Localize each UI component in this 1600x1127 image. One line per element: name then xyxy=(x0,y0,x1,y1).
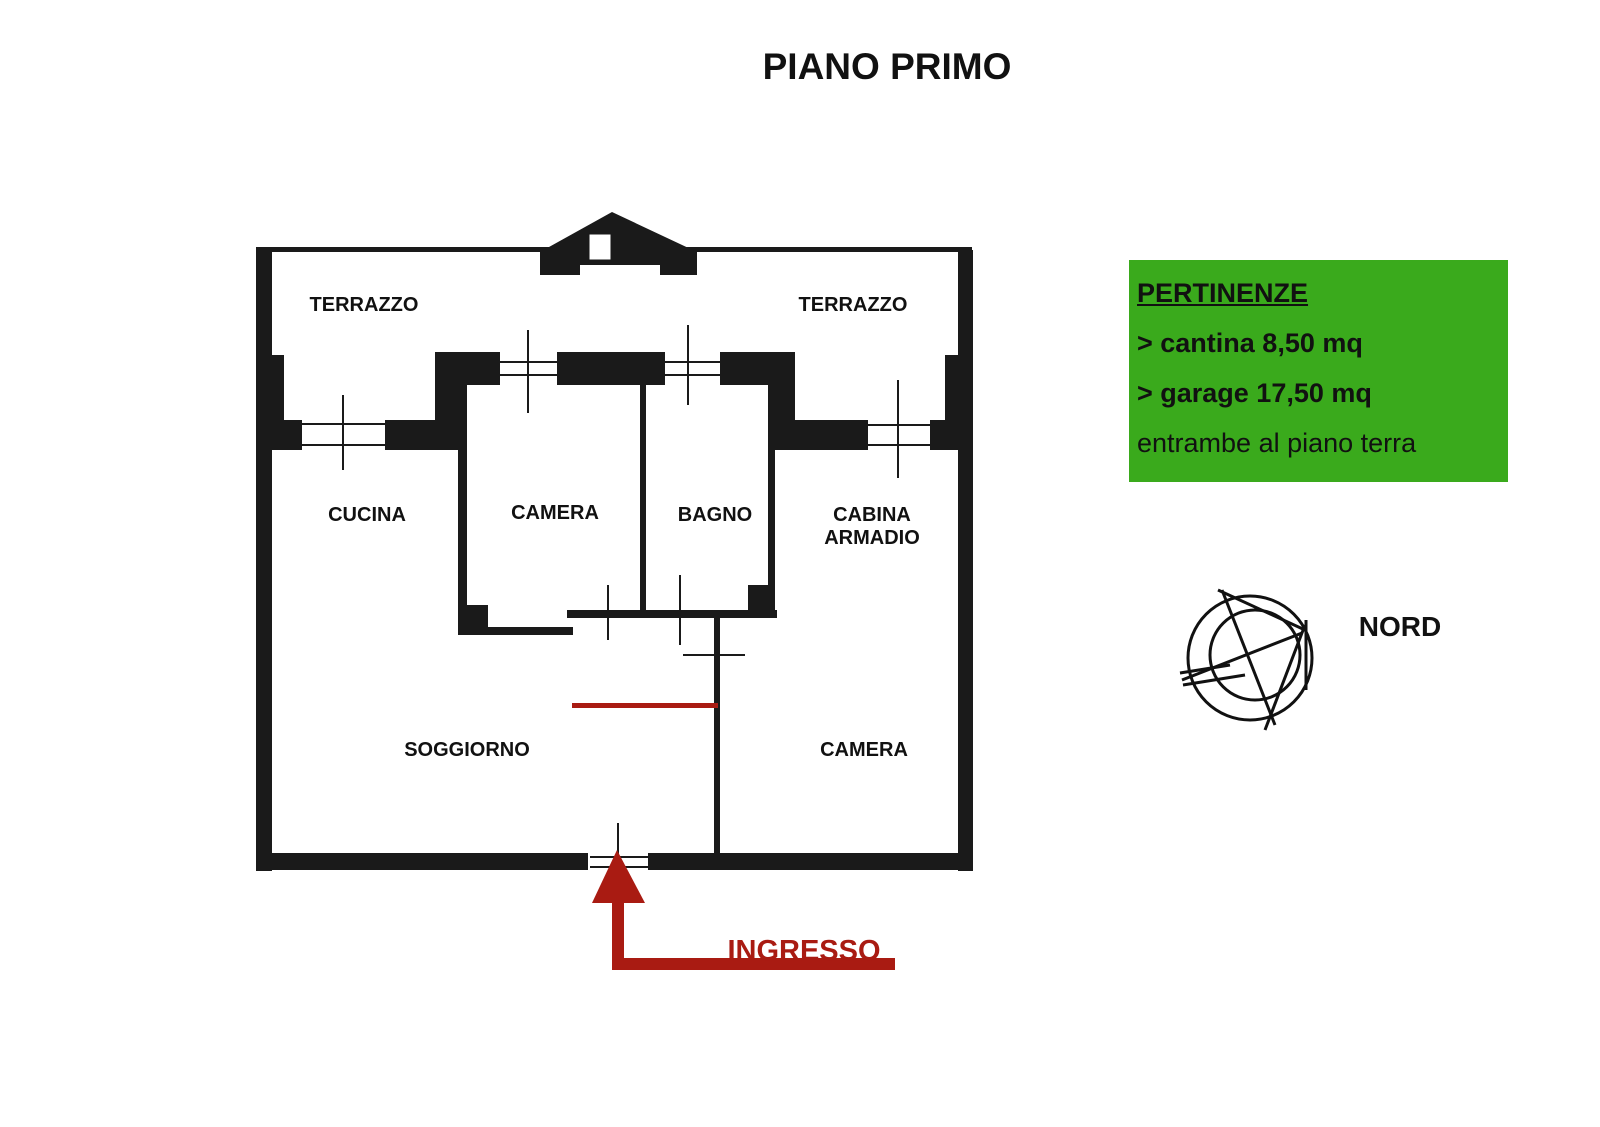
compass-label: NORD xyxy=(1358,611,1442,642)
walls xyxy=(256,212,973,871)
compass-north-icon xyxy=(1179,588,1314,731)
pertinenze-box: PERTINENZE > cantina 8,50 mq > garage 17… xyxy=(1129,260,1508,482)
room-label-bagno: BAGNO xyxy=(677,504,753,526)
room-label-soggiorno: SOGGIORNO xyxy=(404,739,530,761)
pertinenze-heading: PERTINENZE xyxy=(1137,278,1309,308)
cabina-line2: ARMADIO xyxy=(824,527,920,549)
room-label-camera-bottom: CAMERA xyxy=(820,739,908,761)
red-divider-line xyxy=(572,703,718,708)
cabina-line1: CABINA xyxy=(833,504,911,526)
room-label-camera-top: CAMERA xyxy=(511,502,599,524)
pertinenze-item-garage: > garage 17,50 mq xyxy=(1137,378,1372,408)
pertinenze-note: entrambe al piano terra xyxy=(1137,428,1417,458)
page-title: PIANO PRIMO xyxy=(762,46,1012,87)
room-label-terrazzo-right: TERRAZZO xyxy=(798,294,908,316)
room-label-terrazzo-left: TERRAZZO xyxy=(309,294,419,316)
room-label-cucina: CUCINA xyxy=(328,504,406,526)
entrance-arrow-icon xyxy=(592,850,895,970)
entrance-label: INGRESSO xyxy=(727,935,881,967)
pertinenze-item-cantina: > cantina 8,50 mq xyxy=(1137,328,1363,358)
windows-doors xyxy=(302,325,930,868)
